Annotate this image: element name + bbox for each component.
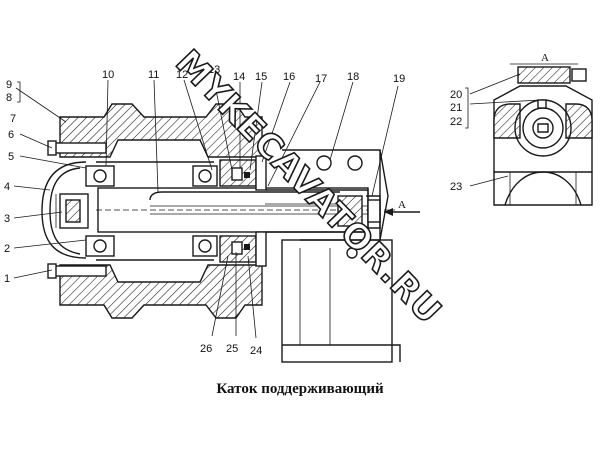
callout-10: 10 [102,69,114,81]
callout-7: 7 [10,113,16,125]
callout-8: 8 [6,92,12,104]
bolt-top [51,142,107,154]
callout-19: 19 [393,73,405,85]
callout-4: 4 [4,181,10,193]
sectional-view: A [41,103,420,363]
drawing-caption: Каток поддерживающий [216,381,384,397]
callout-18: 18 [347,71,359,83]
callout-1: 1 [4,273,10,285]
callout-21: 21 [450,102,462,114]
view-a: A [493,52,593,206]
callout-11: 11 [148,69,159,81]
view-a-arrow: A [384,199,420,216]
seal-group [219,155,267,267]
callout-20: 20 [450,89,462,101]
view-a-title: A [541,52,549,64]
upper-flange [59,103,263,158]
callout-3: 3 [4,213,10,225]
callout-9: 9 [6,79,12,91]
callout-26: 26 [200,343,212,355]
end-cap [41,161,87,259]
callout-22: 22 [450,116,462,128]
callout-23: 23 [450,181,462,193]
callout-13: 13 [208,64,220,76]
callout-25: 25 [226,343,238,355]
view-letter-main: A [398,199,406,211]
bearing-left [85,165,115,257]
callout-16: 16 [283,71,295,83]
callout-24: 24 [250,345,262,357]
support-bracket [281,149,401,363]
callout-17: 17 [315,73,327,85]
callout-6: 6 [8,129,14,141]
callout-5: 5 [8,151,14,163]
callout-2: 2 [4,243,10,255]
callout-12: 12 [176,69,188,81]
callout-labels: 9 8 7 6 5 4 3 2 1 10 11 12 13 14 15 16 1… [4,64,469,357]
callout-14: 14 [233,71,245,83]
bearing-right [192,165,218,257]
callout-15: 15 [255,71,267,83]
leader-lines [13,73,541,339]
bolt-bottom [51,265,107,277]
